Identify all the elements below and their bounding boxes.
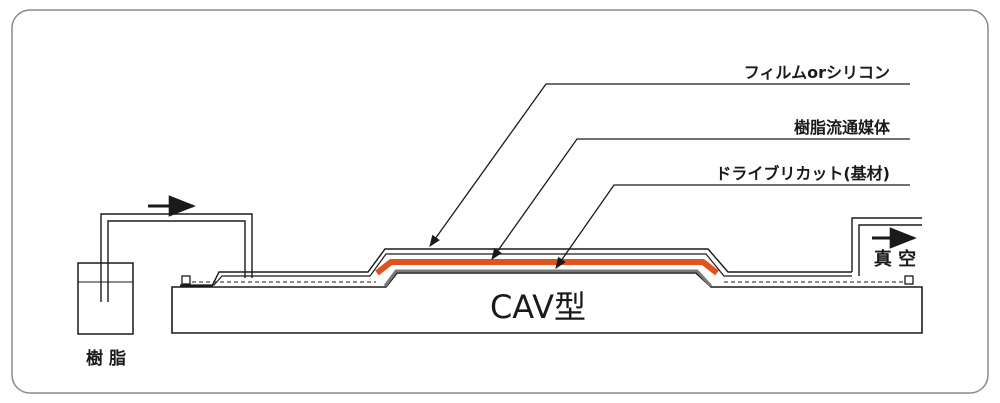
vacuum-tube-inner xyxy=(858,224,922,276)
sealant-left xyxy=(181,275,191,285)
diagram-frame xyxy=(11,9,989,394)
cav-mold xyxy=(171,272,923,334)
leader-peel-ply xyxy=(555,184,910,269)
leader-film xyxy=(429,83,910,247)
leader-resin-media xyxy=(491,138,910,260)
vacuum-film-inner xyxy=(180,253,852,286)
label-resin-media: 樹脂流通媒体 xyxy=(794,118,891,137)
resin-media-layer xyxy=(375,259,719,276)
label-peel-ply: ドライブリカット(基材) xyxy=(715,164,890,183)
label-film: フィルムorシリコン xyxy=(744,63,890,82)
resin-label: 樹 脂 xyxy=(86,348,126,369)
vacuum-film-outer xyxy=(180,248,852,287)
mold-label: CAV型 xyxy=(490,288,586,326)
vacuum-label: 真 空 xyxy=(874,248,916,270)
resin-tube-inner xyxy=(107,220,246,302)
dry-fabric-layer xyxy=(383,269,713,288)
sealant-right xyxy=(904,275,914,285)
vacuum-tube-outer xyxy=(851,217,922,272)
resin-container xyxy=(77,262,134,335)
